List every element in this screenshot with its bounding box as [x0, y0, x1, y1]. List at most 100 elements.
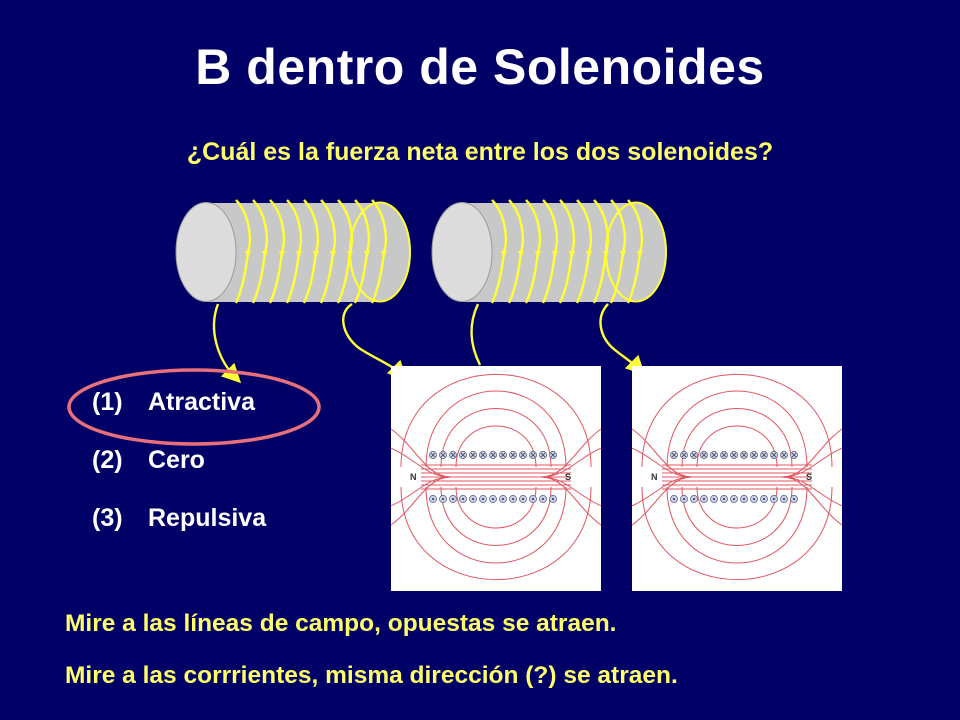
cross-mark — [500, 452, 506, 458]
field-line — [631, 447, 693, 478]
current-arrow — [569, 251, 575, 258]
north-label: N — [651, 472, 658, 482]
dot-mark — [793, 498, 795, 500]
dot-mark — [512, 498, 514, 500]
current-arrow — [518, 251, 524, 258]
dot-mark — [482, 498, 484, 500]
cross-mark — [480, 452, 486, 458]
option-repulsiva[interactable]: (3) Repulsiva — [92, 504, 266, 562]
current-arrow — [603, 251, 609, 258]
dot-mark — [532, 498, 534, 500]
field-line — [781, 476, 843, 526]
dot-mark — [462, 498, 464, 500]
cross-mark — [470, 452, 476, 458]
cross-mark — [490, 452, 496, 458]
cross-mark — [751, 452, 757, 458]
north-label: N — [410, 472, 417, 482]
cross-mark — [761, 452, 767, 458]
cross-mark — [711, 452, 717, 458]
option-label: Cero — [148, 446, 205, 474]
current-arrow — [637, 251, 643, 258]
field-line — [425, 390, 567, 468]
field-line — [540, 447, 602, 478]
current-arrow — [381, 251, 387, 258]
current-arrow — [586, 251, 592, 258]
field-line — [400, 486, 592, 580]
dot-mark — [703, 498, 705, 500]
cross-mark — [681, 452, 687, 458]
field-line — [390, 447, 452, 478]
dot-mark — [452, 498, 454, 500]
current-arrow — [552, 251, 558, 258]
cross-mark — [520, 452, 526, 458]
hints: Mire a las líneas de campo, opuestas se … — [65, 598, 678, 702]
dot-mark — [693, 498, 695, 500]
dot-mark — [673, 498, 675, 500]
field-line — [425, 486, 567, 564]
field-line — [540, 476, 602, 526]
dot-mark — [783, 498, 785, 500]
answer-options: (1) Atractiva (2) Cero (3) Repulsiva — [92, 388, 266, 562]
dot-mark — [442, 498, 444, 500]
dot-mark — [542, 498, 544, 500]
cross-mark — [510, 452, 516, 458]
field-line — [696, 425, 778, 468]
current-arrow — [330, 251, 336, 258]
dot-mark — [773, 498, 775, 500]
option-atractiva[interactable]: (1) Atractiva — [92, 388, 266, 446]
dot-mark — [432, 498, 434, 500]
dot-mark — [552, 498, 554, 500]
field-line — [440, 408, 552, 468]
south-label: S — [565, 472, 571, 482]
field-line — [781, 447, 843, 478]
cross-mark — [791, 452, 797, 458]
question-text: ¿Cuál es la fuerza neta entre los dos so… — [186, 138, 774, 166]
dot-mark — [723, 498, 725, 500]
cross-mark — [550, 452, 556, 458]
current-arrow — [262, 251, 268, 258]
option-cero[interactable]: (2) Cero — [92, 446, 266, 504]
field-line — [696, 486, 778, 529]
field-line — [455, 425, 537, 468]
field-line — [390, 476, 452, 526]
current-arrow — [245, 251, 251, 258]
option-number: (1) — [92, 388, 123, 416]
cross-mark — [721, 452, 727, 458]
current-arrow — [296, 251, 302, 258]
solenoid-right — [431, 199, 667, 304]
dot-mark — [713, 498, 715, 500]
cross-mark — [460, 452, 466, 458]
current-arrow — [501, 251, 507, 258]
dot-mark — [502, 498, 504, 500]
cross-mark — [701, 452, 707, 458]
option-label: Atractiva — [148, 388, 255, 416]
current-arrow — [313, 251, 319, 258]
dot-mark — [522, 498, 524, 500]
dot-mark — [683, 498, 685, 500]
dot-mark — [733, 498, 735, 500]
dot-mark — [743, 498, 745, 500]
field-line — [631, 476, 693, 526]
selected-answer-ellipse — [67, 368, 321, 446]
cross-mark — [741, 452, 747, 458]
current-arrow — [279, 251, 285, 258]
field-line — [681, 486, 793, 546]
dot-mark — [492, 498, 494, 500]
field-line — [681, 408, 793, 468]
field-line — [666, 486, 808, 564]
field-line — [666, 390, 808, 468]
field-line — [440, 486, 552, 546]
field-diagram-right: N S — [631, 366, 843, 591]
cross-mark — [671, 452, 677, 458]
hint-currents: Mire a las corrrientes, misma dirección … — [65, 662, 678, 689]
cross-mark — [781, 452, 787, 458]
field-line — [641, 486, 833, 580]
current-arrow — [364, 251, 370, 258]
current-arrow — [347, 251, 353, 258]
field-line — [641, 374, 833, 468]
slide-title: B dentro de Solenoides — [195, 39, 765, 95]
cross-mark — [440, 452, 446, 458]
dot-mark — [753, 498, 755, 500]
field-line — [400, 374, 592, 468]
